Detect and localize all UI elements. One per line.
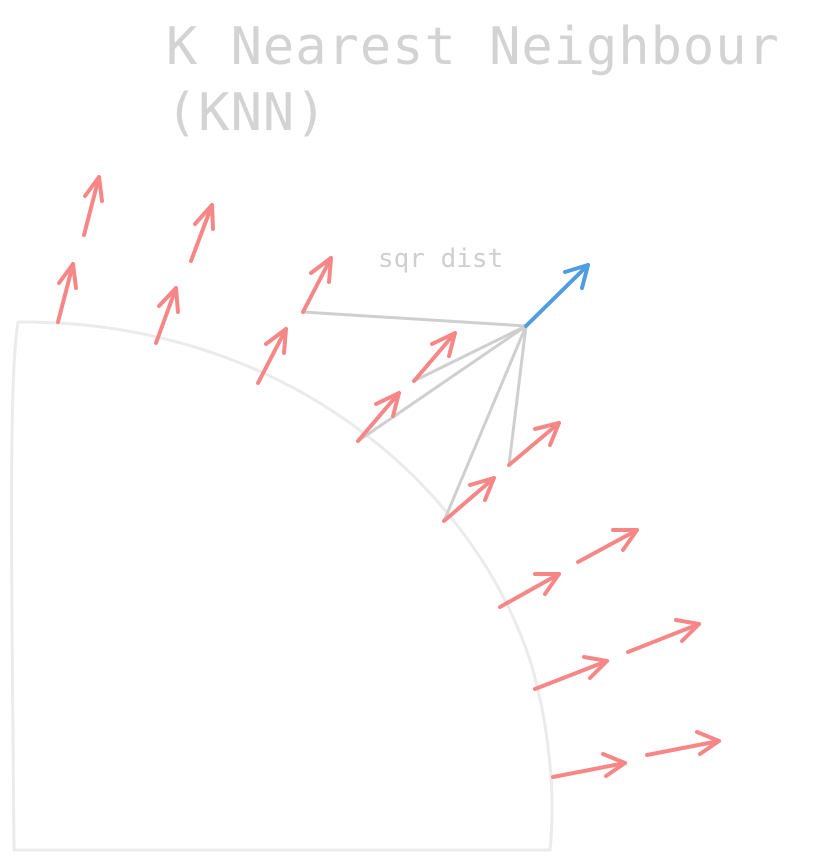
distance-line	[507, 324, 528, 467]
distance-line	[356, 324, 528, 443]
arrow-icon	[626, 618, 701, 654]
arrow-icon	[645, 730, 721, 757]
arrow-icon	[256, 327, 288, 385]
distance-line	[412, 324, 528, 383]
title-line-2: (KNN)	[166, 83, 328, 143]
arrow-icon	[533, 655, 609, 691]
arrow-icon	[189, 203, 215, 263]
surface-outline	[10, 320, 554, 852]
distance-line	[301, 310, 528, 328]
arrow-icon	[498, 572, 561, 609]
query-arrow	[524, 263, 590, 328]
arrow-icon	[356, 391, 401, 443]
sample-arrows	[56, 175, 721, 779]
arrow-icon	[442, 476, 496, 523]
diagram-title: K Nearest Neighbour (KNN)	[166, 14, 780, 146]
distance-label: sqr dist	[378, 244, 503, 274]
arrow-icon	[507, 421, 561, 467]
arrow-icon	[551, 752, 627, 779]
arrow-icon	[524, 263, 590, 328]
arrow-icon	[56, 262, 78, 324]
arrow-icon	[412, 331, 457, 383]
title-line-1: K Nearest Neighbour	[166, 17, 780, 77]
distance-lines	[301, 310, 528, 523]
arrow-icon	[301, 256, 333, 314]
arrow-icon	[576, 528, 639, 564]
arrow-icon	[82, 175, 104, 237]
distance-line	[442, 324, 528, 523]
arrow-icon	[154, 286, 180, 345]
